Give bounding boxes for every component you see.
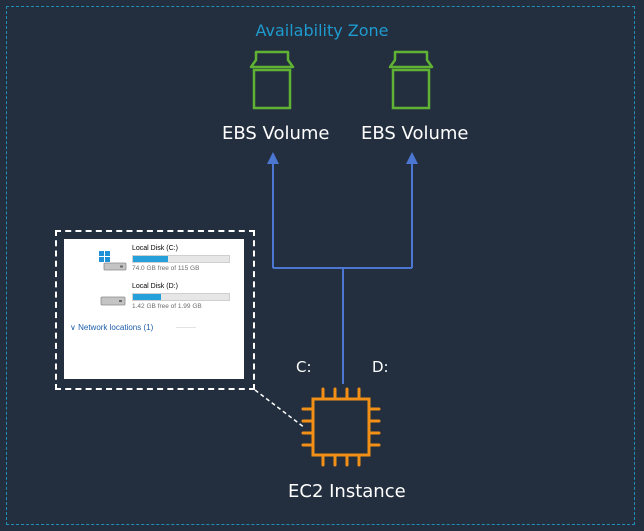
- disk-usage-fill: [133, 294, 161, 300]
- chevron-down-icon: ∨: [70, 323, 76, 332]
- network-locations-group[interactable]: ∨ Network locations (1): [70, 323, 153, 332]
- availability-zone-border: [6, 6, 635, 525]
- ec2-instance-label: EC2 Instance: [288, 481, 406, 502]
- explorer-inset-border: [55, 230, 255, 390]
- ebs-volume-label: EBS Volume: [222, 123, 330, 144]
- disk-usage-fill: [133, 256, 168, 262]
- windows-drive-icon: [99, 251, 127, 271]
- disk-name: Local Disk (C:): [132, 245, 178, 252]
- ebs-volume-icon: [249, 50, 295, 110]
- disk-usage-bar: [132, 293, 230, 301]
- disk-free-text: 1.42 GB free of 1.99 GB: [132, 303, 202, 310]
- inset-callout-line: [254, 389, 306, 429]
- disk-free-text: 74.0 GB free of 115 GB: [132, 265, 200, 272]
- availability-zone-title: Availability Zone: [255, 21, 389, 40]
- drive-c-label: C:: [296, 358, 312, 376]
- disk-usage-bar: [132, 255, 230, 263]
- network-locations-label: Network locations (1): [78, 323, 154, 332]
- ebs-volume-icon: [388, 50, 434, 110]
- ec2-instance-icon: [301, 387, 381, 467]
- disk-name: Local Disk (D:): [132, 283, 178, 290]
- divider: [176, 327, 196, 328]
- drive-d-label: D:: [372, 358, 389, 376]
- ebs-volume-label: EBS Volume: [361, 123, 469, 144]
- explorer-inset: Local Disk (C:) 74.0 GB free of 115 GB L…: [64, 239, 244, 379]
- drive-icon: [100, 296, 126, 306]
